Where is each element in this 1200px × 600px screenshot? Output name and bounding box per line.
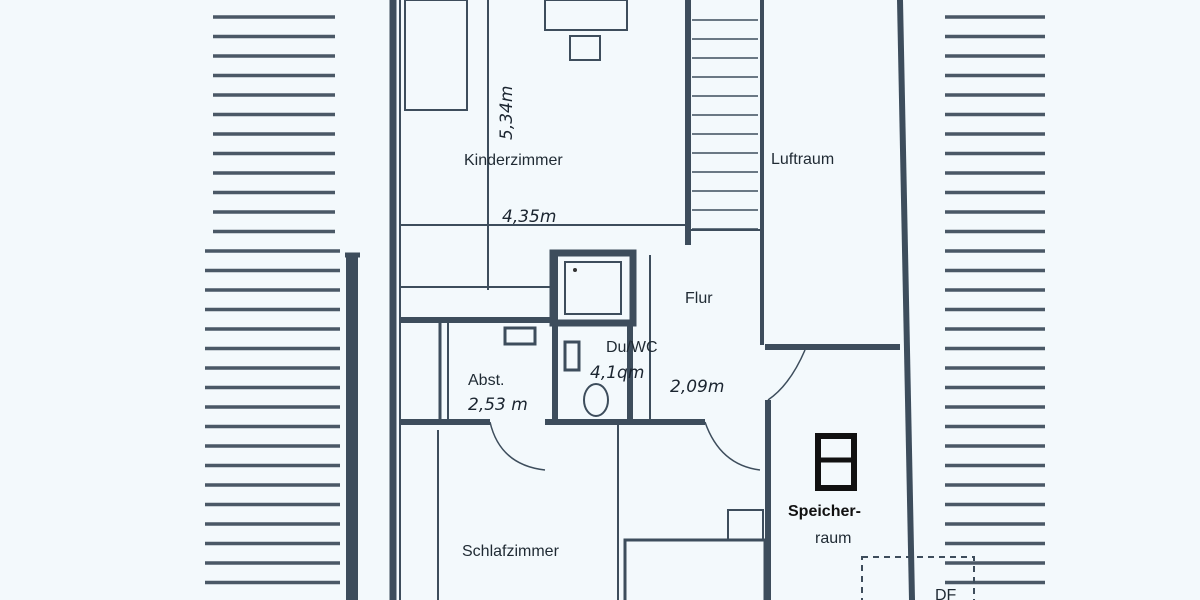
label-luftraum: Luftraum	[771, 151, 834, 168]
label-speicherraum-2: raum	[815, 530, 851, 547]
dim-flur: 2,09m	[670, 377, 724, 397]
staircase	[692, 19, 758, 230]
roof-slope-left	[205, 15, 340, 585]
label-schlafzimmer: Schlafzimmer	[462, 543, 560, 560]
dim-kinderzimmer-width: 4,35m	[502, 207, 556, 227]
label-flur: Flur	[685, 290, 713, 307]
dim-kinderzimmer-length: 5,34m	[497, 86, 517, 140]
dim-abst: 2,53 m	[468, 395, 528, 415]
handwritten-dimensions: 5,34m 4,35m 2,53 m 2,09m 4,1qm	[468, 86, 724, 415]
label-speicherraum: Speicher-	[788, 503, 861, 520]
label-df: DF	[935, 587, 957, 600]
label-du-wc: Du/WC	[606, 339, 658, 356]
room-labels: Kinderzimmer Luftraum Flur Du/WC Abst. S…	[462, 151, 957, 600]
dim-du-wc-area: 4,1qm	[590, 363, 644, 383]
label-kinderzimmer: Kinderzimmer	[464, 152, 563, 169]
walls	[345, 0, 975, 600]
roof-slope-right	[945, 15, 1045, 585]
label-abst: Abst.	[468, 372, 504, 389]
